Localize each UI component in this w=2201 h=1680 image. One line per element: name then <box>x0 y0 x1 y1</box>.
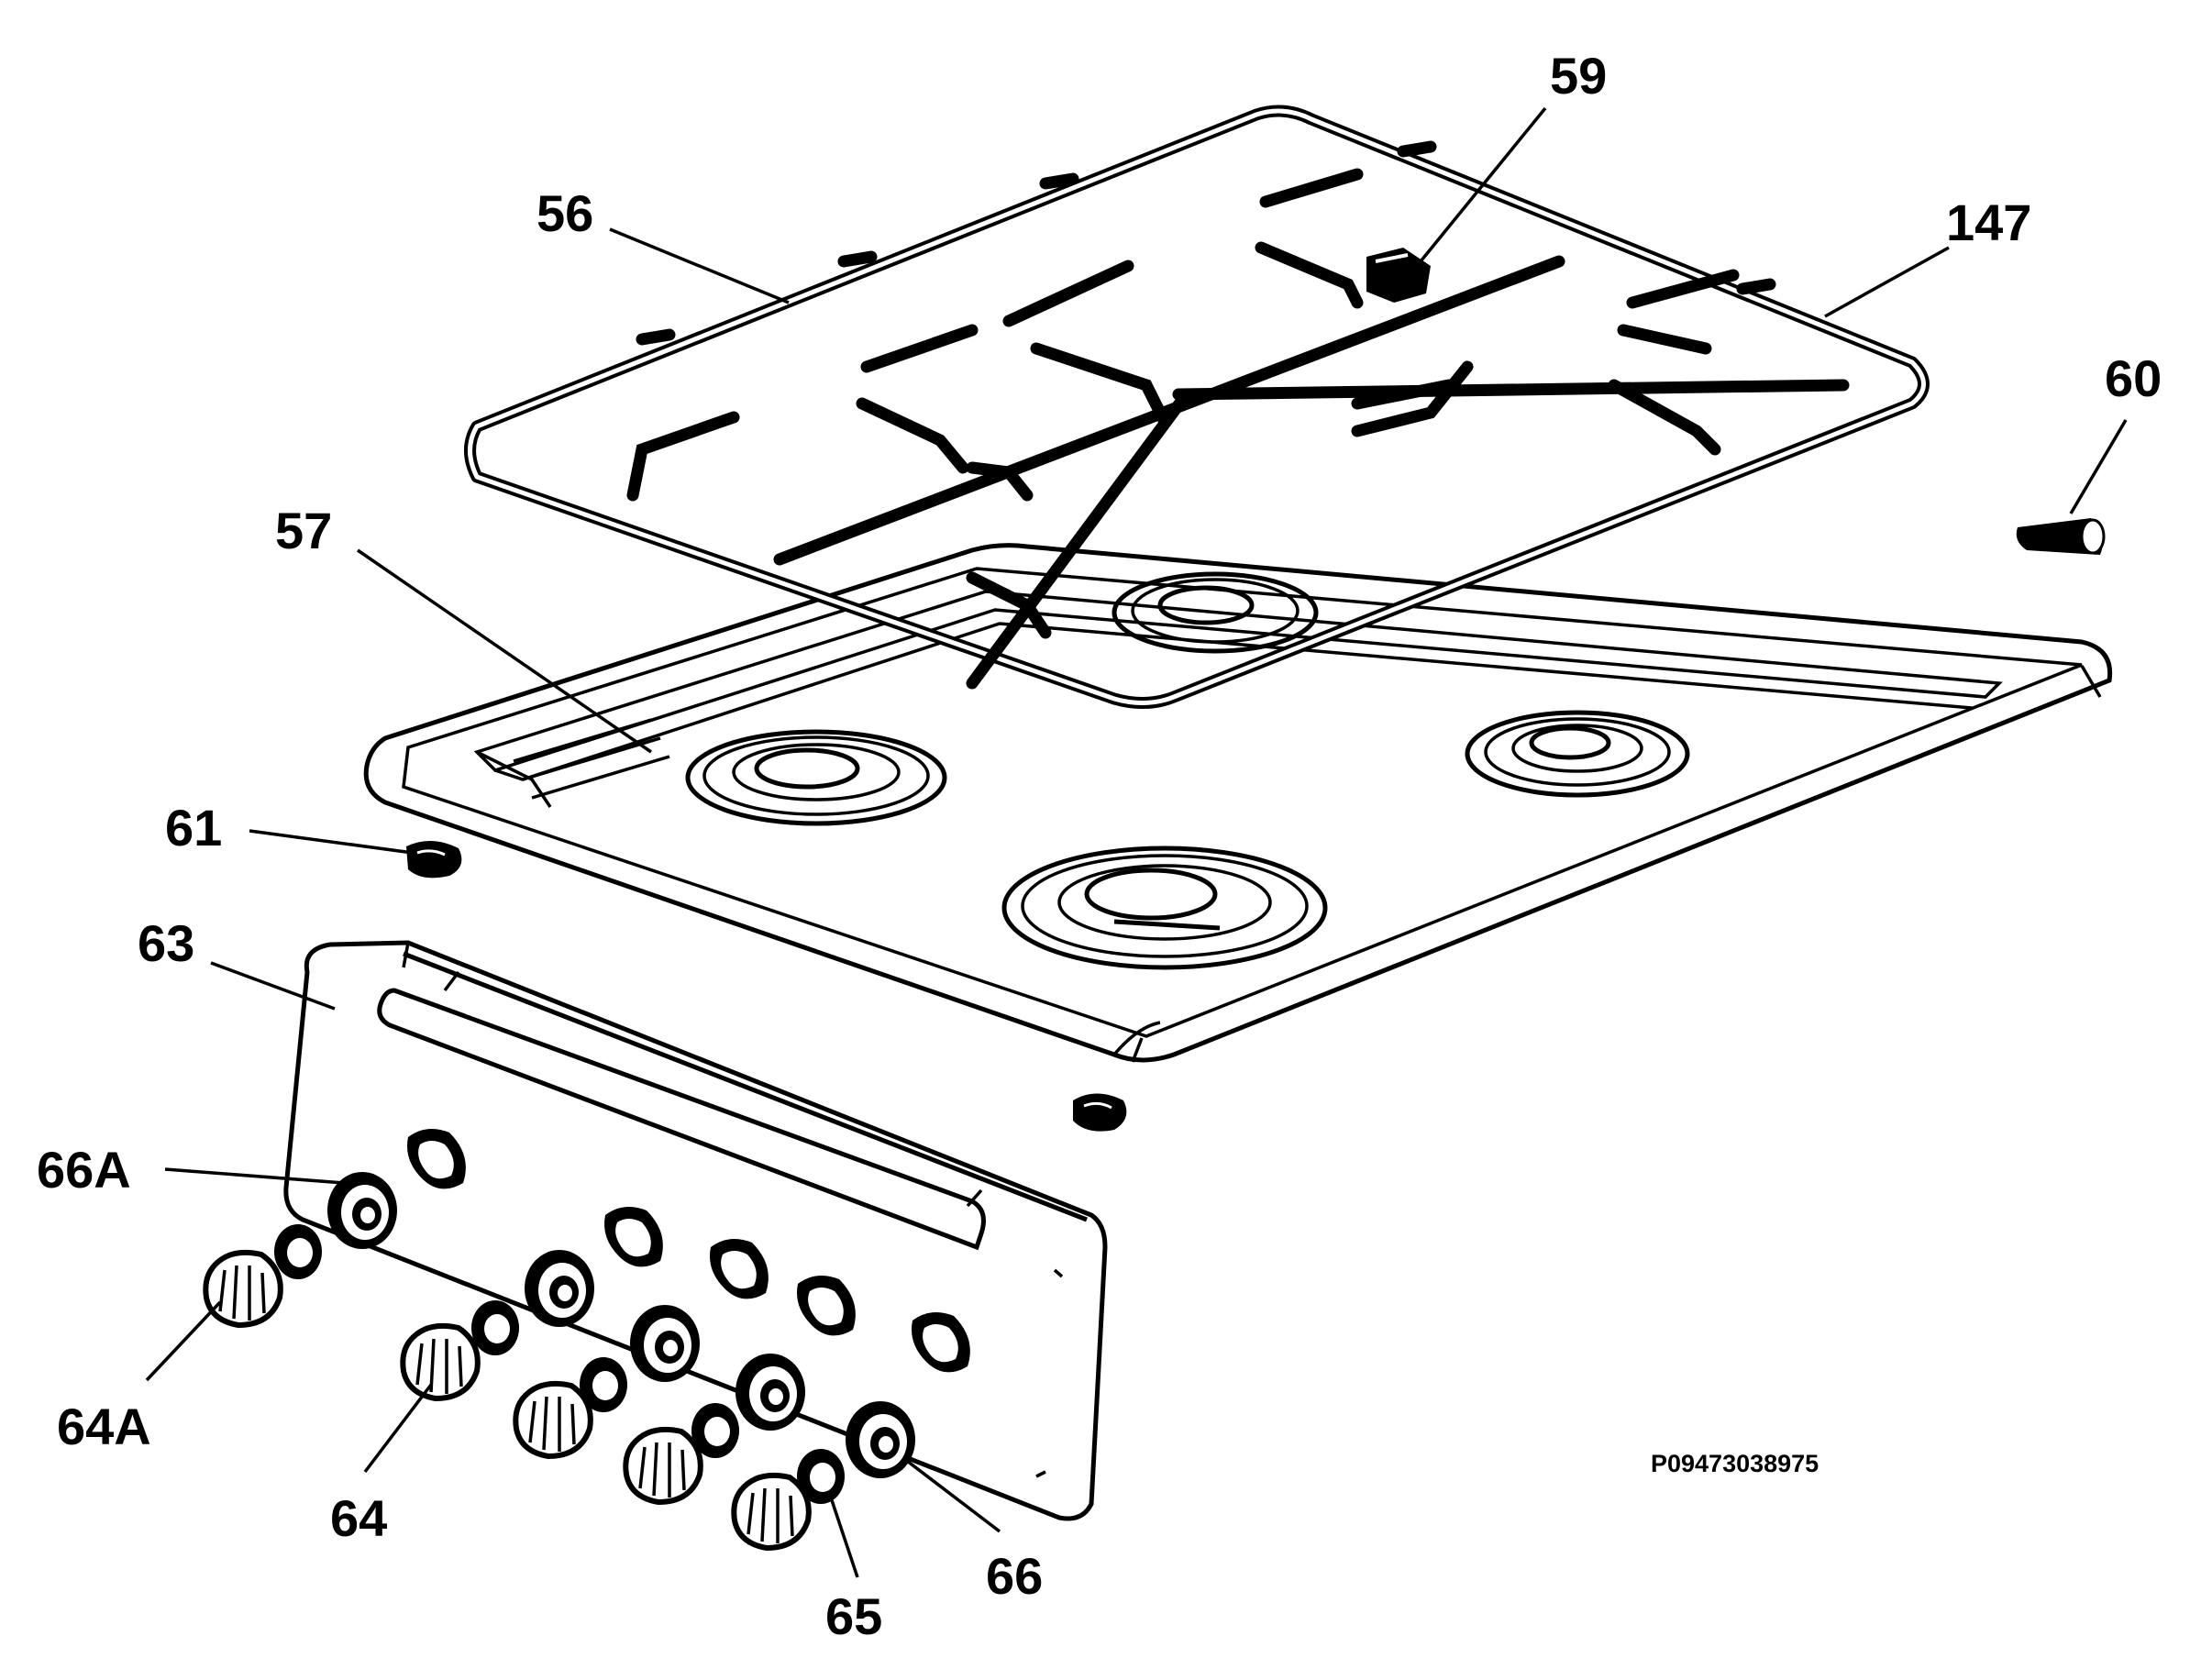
burner-front-center <box>1001 846 1328 970</box>
bezel-2 <box>525 1250 594 1327</box>
bezel-66 <box>846 1401 915 1478</box>
leader-63 <box>210 961 336 1011</box>
knob-64A <box>203 1249 283 1329</box>
leader-66A <box>164 1167 345 1185</box>
foot-part-60 <box>2016 518 2106 555</box>
callout-66: 66 <box>986 1547 1043 1605</box>
leader-lines <box>145 106 2128 1578</box>
leader-147 <box>1824 246 1950 318</box>
burner-rear-center <box>1112 571 1319 654</box>
back-vent-band <box>513 718 670 800</box>
leader-57 <box>357 548 652 754</box>
callout-64A: 64A <box>57 1398 151 1455</box>
leader-56 <box>609 227 790 304</box>
knob-3 <box>513 1380 593 1460</box>
knob-bezels <box>327 1172 915 1478</box>
foot-front-right <box>1073 1093 1127 1132</box>
pan-support-grate <box>464 105 1930 710</box>
leader-61 <box>249 829 414 855</box>
callout-147: 147 <box>1946 193 2031 251</box>
control-knobs <box>203 1249 812 1552</box>
knob-5 <box>731 1472 812 1552</box>
knob-4 <box>623 1426 703 1506</box>
callout-65: 65 <box>825 1587 882 1645</box>
knob-springs <box>274 1224 845 1504</box>
callout-66A: 66A <box>37 1141 131 1199</box>
callout-60: 60 <box>2105 349 2162 407</box>
callout-57: 57 <box>275 502 332 559</box>
burner-front-left <box>685 729 947 826</box>
grate-clip-59 <box>1366 248 1431 303</box>
bezel-4 <box>736 1354 805 1431</box>
callout-labels: 56 57 59 147 60 61 63 66A 64A 64 65 66 <box>37 47 2162 1645</box>
bezel-66A <box>327 1172 397 1249</box>
leader-66 <box>901 1456 1001 1533</box>
foot-part-61 <box>406 840 462 879</box>
burner-right <box>1465 710 1690 798</box>
leader-65 <box>828 1494 859 1578</box>
leader-60 <box>2069 419 2128 514</box>
callout-63: 63 <box>138 914 194 972</box>
callout-59: 59 <box>1550 47 1607 105</box>
knob-64 <box>400 1322 481 1402</box>
callout-64: 64 <box>330 1489 387 1547</box>
hob-top-plate <box>363 543 2113 1063</box>
callout-61: 61 <box>165 799 222 857</box>
bezel-3 <box>630 1305 700 1382</box>
leader-64A <box>145 1300 222 1382</box>
diagram-reference-code: P09473038975 <box>1651 1450 1819 1477</box>
control-panel-63 <box>283 940 1108 1521</box>
leader-64 <box>363 1383 433 1474</box>
leader-59 <box>1415 106 1547 268</box>
callout-56: 56 <box>536 184 593 242</box>
